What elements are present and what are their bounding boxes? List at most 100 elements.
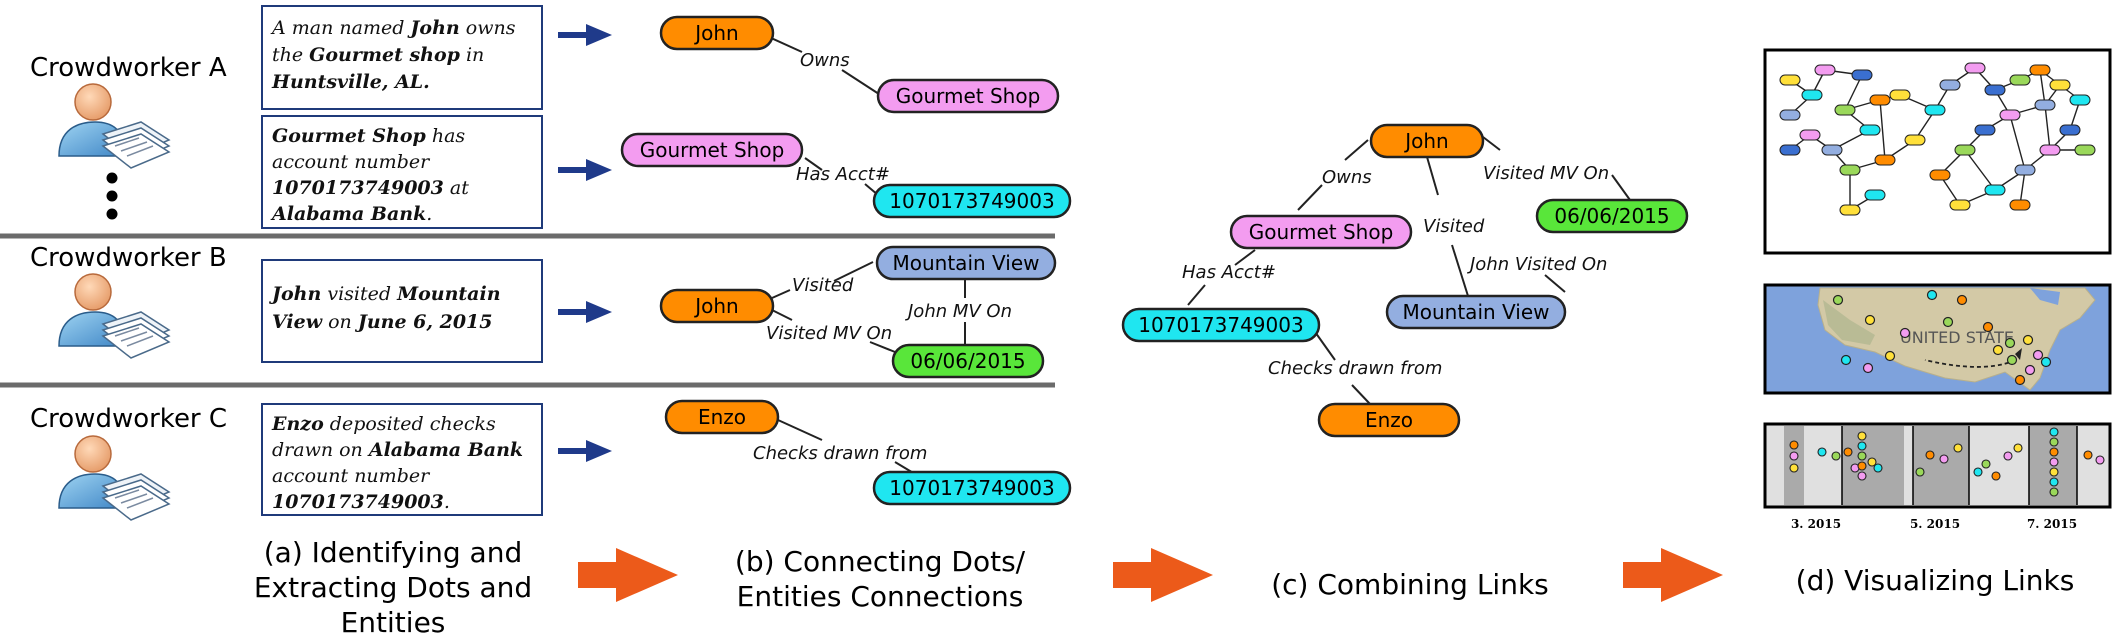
sentence-box-a1 xyxy=(261,5,543,110)
map-point xyxy=(1864,314,1876,326)
sentence-line: John visited Mountain xyxy=(269,283,501,305)
node-date: 06/06/2015 xyxy=(891,343,1045,379)
timeline-point xyxy=(2049,447,2059,457)
timeline-tick: 7. 2015 xyxy=(2027,517,2077,531)
timeline-point xyxy=(1817,447,1827,457)
network-node xyxy=(1799,129,1821,141)
ellipsis-icon xyxy=(106,172,118,220)
map-point xyxy=(1956,294,1968,306)
svg-text:John: John xyxy=(1403,129,1449,153)
edge-label-has-acct: Has Acct# xyxy=(796,164,890,185)
timeline-point xyxy=(1915,467,1925,477)
map-point xyxy=(2032,349,2044,361)
network-node xyxy=(1859,124,1881,136)
orange-arrows xyxy=(578,548,1723,602)
node-john: John xyxy=(659,15,775,51)
map-point xyxy=(2024,364,2036,376)
network-node xyxy=(2049,79,2071,91)
network-node xyxy=(2009,74,2031,86)
map-point xyxy=(1832,294,1844,306)
map-point xyxy=(1899,327,1911,339)
network-node xyxy=(1779,74,1801,86)
node-mountain-view: Mountain View xyxy=(875,245,1057,281)
network-edge xyxy=(1879,99,1886,161)
timeline-point xyxy=(1857,441,1867,451)
svg-text:1070173749003: 1070173749003 xyxy=(889,476,1054,500)
network-node xyxy=(1821,144,1843,156)
timeline-point xyxy=(1973,467,1983,477)
network-node xyxy=(1869,94,1891,106)
edge-label-visited-mv-on: Visited MV On xyxy=(766,323,892,344)
timeline-point xyxy=(2003,451,2013,461)
timeline-point xyxy=(1857,461,1867,471)
crowdworker-icon xyxy=(58,435,170,521)
network-visualization xyxy=(1779,62,2096,216)
timeline-visualization: 3. 2015 5. 2015 7. 2015 xyxy=(1763,422,2112,531)
timeline-point xyxy=(2049,427,2059,437)
caption-b-line2: Entities Connections xyxy=(737,580,1024,613)
edge-label-john-visited-on: John Visited On xyxy=(1467,254,1607,275)
network-node xyxy=(1964,62,1986,74)
caption-c: (c) Combining Links xyxy=(1271,568,1549,601)
sentence-line: Enzo deposited checks xyxy=(271,413,496,435)
caption-a-line3: Entities xyxy=(341,606,446,639)
sentence-text-a1: A man named John owns the Gourmet shop in… xyxy=(270,17,516,93)
svg-text:Enzo: Enzo xyxy=(698,405,746,429)
timeline-point xyxy=(2049,437,2059,447)
timeline-point xyxy=(2095,455,2105,465)
timeline-point xyxy=(1953,443,1963,453)
network-node xyxy=(1839,164,1861,176)
timeline-tick: 3. 2015 xyxy=(1791,517,1841,531)
network-node xyxy=(2069,94,2091,106)
svg-text:Mountain View: Mountain View xyxy=(1403,300,1550,324)
timeline-point xyxy=(1939,454,1949,464)
sentence-line: View on June 6, 2015 xyxy=(272,311,493,333)
map-point xyxy=(1982,321,1994,333)
node-john: John xyxy=(659,288,775,324)
sentence-line: 1070173749003. xyxy=(272,491,450,513)
sentence-line: the Gourmet shop in xyxy=(272,44,484,66)
node-date: 06/06/2015 xyxy=(1535,198,1689,234)
timeline-point xyxy=(2049,457,2059,467)
graph-c-nodes: John Gourmet Shop 06/06/2015 Mountain Vi… xyxy=(1121,123,1689,438)
svg-text:Gourmet Shop: Gourmet Shop xyxy=(1249,220,1394,244)
network-node xyxy=(1889,89,1911,101)
svg-text:John: John xyxy=(693,21,739,45)
node-account: 1070173749003 xyxy=(1121,307,1321,343)
timeline-point xyxy=(2049,477,2059,487)
crowdworker-icon xyxy=(58,83,171,169)
timeline-point xyxy=(1873,463,1883,473)
network-node xyxy=(1779,109,1801,121)
node-enzo: Enzo xyxy=(1317,402,1461,438)
network-edge xyxy=(1844,74,1863,111)
graph-b-nodes: John Gourmet Shop Gourmet Shop 107017374… xyxy=(620,15,1072,506)
node-gourmet-shop: Gourmet Shop xyxy=(620,132,804,168)
edge-label-has-acct: Has Acct# xyxy=(1182,262,1276,283)
map-point xyxy=(2006,354,2018,366)
network-node xyxy=(2034,99,2056,111)
network-node xyxy=(1929,169,1951,181)
timeline-point xyxy=(1789,463,1799,473)
sentence-line: Alabama Bank. xyxy=(270,203,432,225)
map-country-label: UNITED STATE xyxy=(1900,328,2014,347)
network-edge xyxy=(2019,169,2026,206)
map-point xyxy=(2040,356,2052,368)
timeline-point xyxy=(2013,443,2023,453)
map-point xyxy=(1862,362,1874,374)
network-node xyxy=(1939,79,1961,91)
worker-a-label: Crowdworker A xyxy=(30,53,227,83)
edge-label-visited: Visited xyxy=(1423,216,1485,237)
svg-text:1070173749003: 1070173749003 xyxy=(889,189,1054,213)
svg-text:John: John xyxy=(693,294,739,318)
sentence-line: Huntsville, AL. xyxy=(271,71,430,93)
sentence-line: 1070173749003 at xyxy=(272,177,469,199)
timeline-point xyxy=(2083,450,2093,460)
sentence-line: A man named John owns xyxy=(270,17,516,39)
edge-label-john-mv-on: John MV On xyxy=(905,301,1012,322)
node-gourmet-shop: Gourmet Shop xyxy=(1229,214,1413,250)
map-point xyxy=(1992,344,2004,356)
network-node xyxy=(1924,104,1946,116)
caption-d: (d) Visualizing Links xyxy=(1796,564,2075,597)
network-node xyxy=(1801,89,1823,101)
